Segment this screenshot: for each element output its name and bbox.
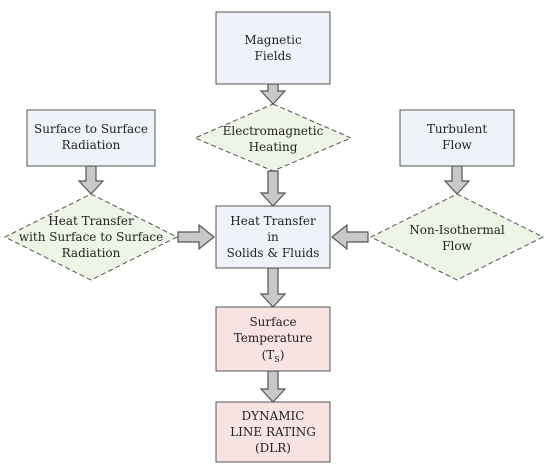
label-surface-temperature-paren-close: ) <box>280 348 285 362</box>
node-ht-surface-radiation: Heat Transfer with Surface to Surface Ra… <box>3 193 179 281</box>
box-magnetic-fields <box>215 11 331 85</box>
label-ht-surface-radiation-line2: with Surface to Surface <box>19 230 163 244</box>
label-ht-solids-fluids-line2: in <box>267 230 279 244</box>
diamond-electromagnetic-heating <box>193 103 353 172</box>
label-surface-temperature-line2: Temperature <box>234 331 313 345</box>
arrow-ht-radiation-to-ht-solids <box>177 223 215 251</box>
label-surface-radiation-line2: Radiation <box>62 138 121 152</box>
label-surface-radiation-line1: Surface to Surface <box>34 122 148 136</box>
arrow-turbulent-to-non-isothermal <box>443 165 471 195</box>
node-surface-temperature: Surface Temperature (TS) <box>215 306 331 372</box>
box-turbulent-flow <box>399 109 515 167</box>
label-electromagnetic-heating-line1: Electromagnetic <box>223 124 324 138</box>
arrow-ht-solids-to-surface-temperature <box>259 267 287 308</box>
diamond-ht-surface-radiation <box>3 193 179 281</box>
arrow-magnetic-to-electromagnetic <box>259 83 287 105</box>
label-surface-temperature-subscript: S <box>274 355 279 364</box>
label-ht-solids-fluids-line1: Heat Transfer <box>230 214 316 228</box>
label-dlr-line3: (DLR) <box>255 441 291 455</box>
label-non-isothermal-flow-line2: Flow <box>442 239 472 253</box>
node-ht-solids-fluids: Heat Transfer in Solids & Fluids <box>215 205 331 269</box>
label-dlr-line2: LINE RATING <box>230 425 316 439</box>
label-magnetic-fields-line2: Fields <box>255 49 292 63</box>
node-turbulent-flow: Turbulent Flow <box>399 109 515 167</box>
label-surface-temperature-paren-open: (T <box>262 348 275 362</box>
box-dlr <box>215 401 331 463</box>
label-ht-surface-radiation-line1: Heat Transfer <box>48 214 134 228</box>
label-turbulent-flow-line1: Turbulent <box>427 122 488 136</box>
label-ht-surface-radiation-line3: Radiation <box>62 246 121 260</box>
box-surface-radiation <box>26 109 156 167</box>
arrow-non-isothermal-to-ht-solids <box>331 223 369 251</box>
label-turbulent-flow-line2: Flow <box>442 138 472 152</box>
node-magnetic-fields: Magnetic Fields <box>215 11 331 85</box>
arrow-electromagnetic-to-ht-solids <box>259 170 287 207</box>
node-surface-radiation: Surface to Surface Radiation <box>26 109 156 167</box>
label-magnetic-fields-line1: Magnetic <box>244 33 302 47</box>
label-ht-solids-fluids-line3: Solids & Fluids <box>227 246 320 260</box>
node-electromagnetic-heating: Electromagnetic Heating <box>193 103 353 172</box>
arrow-surface-radiation-to-ht-radiation <box>77 165 105 195</box>
label-dlr-line1: DYNAMIC <box>242 409 305 423</box>
label-non-isothermal-flow-line1: Non-Isothermal <box>409 223 505 237</box>
label-surface-temperature-line3: (TS) <box>262 348 285 364</box>
node-non-isothermal-flow: Non-Isothermal Flow <box>369 193 545 281</box>
arrow-surface-temperature-to-dlr <box>259 370 287 403</box>
box-ht-solids-fluids <box>215 205 331 269</box>
diamond-non-isothermal-flow <box>369 193 545 281</box>
label-surface-temperature-line1: Surface <box>249 315 296 329</box>
node-dlr: DYNAMIC LINE RATING (DLR) <box>215 401 331 463</box>
box-surface-temperature <box>215 306 331 372</box>
label-electromagnetic-heating-line2: Heating <box>249 140 298 154</box>
